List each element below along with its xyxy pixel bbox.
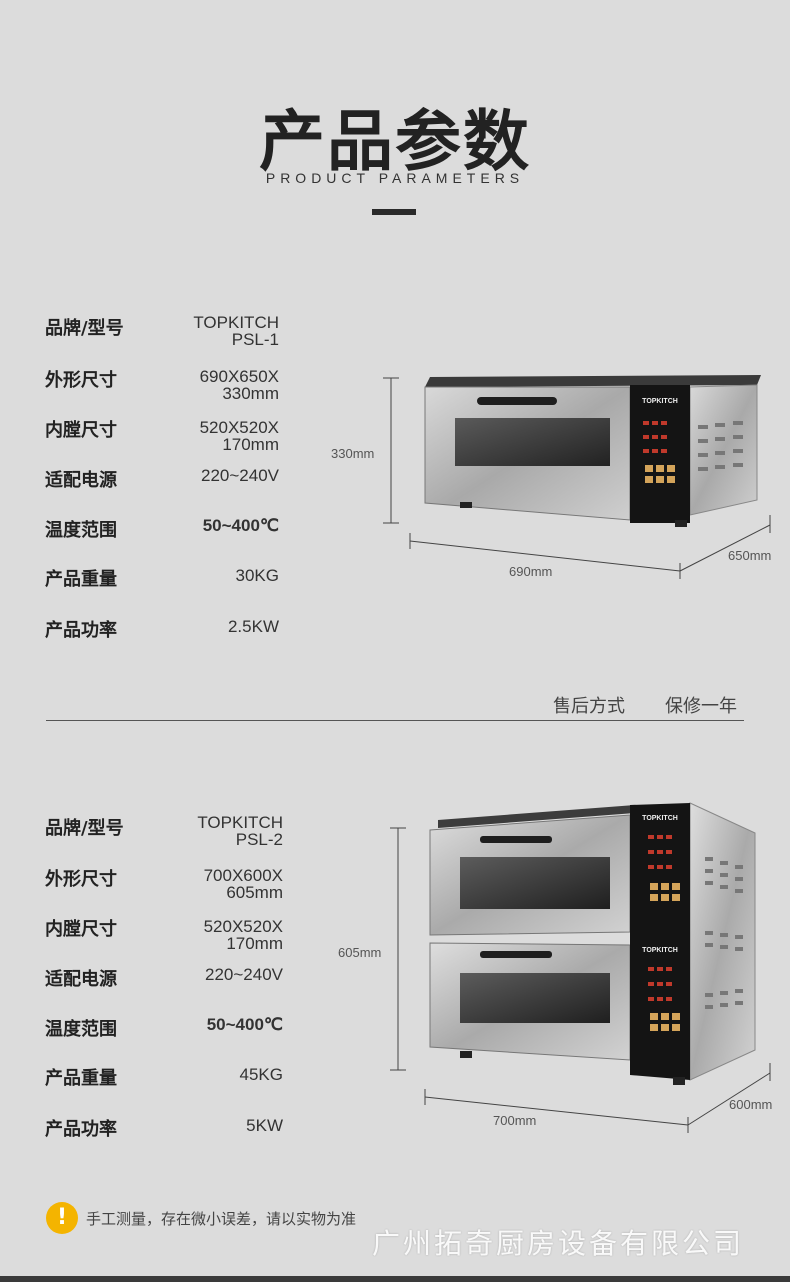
product2-panel-brand-bottom: TOPKITCH (642, 947, 678, 954)
label-weight-2: 产品重量 (45, 1068, 117, 1089)
product1-oven-illustration: TOPKITCH (383, 375, 771, 579)
page-subtitle: PRODUCT PARAMETERS (265, 170, 525, 186)
product1-inner-line2: 170mm (222, 435, 279, 454)
title-underline (372, 209, 416, 215)
product1-inner-line1: 520X520X (199, 418, 279, 437)
label-inner-size: 内膛尺寸 (45, 420, 117, 441)
product2-outer-size: 700X600X 605mm (150, 867, 283, 901)
label-power: 产品功率 (45, 620, 117, 641)
product2-power: 5KW (246, 1116, 283, 1135)
measurement-notice: 手工测量，存在微小误差，请以实物为准 (86, 1210, 357, 1228)
product2-weight: 45KG (239, 1065, 283, 1084)
product1-inner-size: 520X520X 170mm (150, 419, 279, 453)
product1-dim-height: 330mm (331, 446, 375, 461)
product2-model: TOPKITCH PSL-2 (150, 814, 283, 848)
product1-temp-range: 50~400℃ (202, 516, 279, 535)
product1-panel-brand: TOPKITCH (642, 398, 678, 405)
label-temp-range-2: 温度范围 (45, 1019, 117, 1040)
product2-panel-brand-top: TOPKITCH (642, 815, 678, 822)
product2-outer-line2: 605mm (226, 883, 283, 902)
label-power-supply-2: 适配电源 (45, 969, 117, 990)
product2-outer-line1: 700X600X (203, 866, 283, 885)
product2-inner-line2: 170mm (226, 934, 283, 953)
product2-oven-illustration: TOPKITCH TOPKITCH (390, 802, 771, 1133)
product1-weight: 30KG (235, 566, 279, 585)
product2-dim-depth: 600mm (729, 1097, 773, 1112)
label-model: 品牌/型号 (45, 318, 124, 339)
product2-inner-size: 520X520X 170mm (150, 918, 283, 952)
product1-model-brand: TOPKITCH (193, 313, 279, 332)
section-divider (46, 720, 744, 721)
label-temp-range: 温度范围 (45, 520, 117, 541)
label-inner-size-2: 内膛尺寸 (45, 919, 117, 940)
label-model-2: 品牌/型号 (45, 818, 124, 839)
service-value: 保修一年 (665, 696, 737, 717)
page-title: 产品参数 (259, 103, 531, 180)
label-power-2: 产品功率 (45, 1119, 117, 1140)
product1-dim-width: 690mm (509, 564, 553, 579)
company-watermark: 广州拓奇厨房设备有限公司 (372, 1227, 745, 1260)
warning-icon: ! (46, 1202, 78, 1234)
product1-model: TOPKITCH PSL-1 (150, 314, 279, 348)
product1-power-supply: 220~240V (201, 466, 279, 485)
service-label: 售后方式 (553, 696, 625, 717)
bottom-bar (0, 1276, 790, 1282)
product2-dim-height: 605mm (338, 945, 382, 960)
label-outer-size-2: 外形尺寸 (45, 869, 117, 890)
product1-outer-line1: 690X650X (199, 367, 279, 386)
product1-power: 2.5KW (227, 617, 279, 636)
label-weight: 产品重量 (45, 569, 117, 590)
product2-temp-range: 50~400℃ (206, 1015, 283, 1034)
product1-dim-depth: 650mm (728, 548, 772, 563)
label-outer-size: 外形尺寸 (45, 370, 117, 391)
product2-dim-width: 700mm (493, 1113, 537, 1128)
product1-outer-size: 690X650X 330mm (150, 368, 279, 402)
product2-model-code: PSL-2 (235, 830, 283, 849)
product2-model-brand: TOPKITCH (197, 813, 283, 832)
product2-power-supply: 220~240V (205, 965, 283, 984)
product2-inner-line1: 520X520X (203, 917, 283, 936)
label-power-supply: 适配电源 (45, 470, 117, 491)
product1-outer-line2: 330mm (222, 384, 279, 403)
product1-model-code: PSL-1 (231, 330, 279, 349)
